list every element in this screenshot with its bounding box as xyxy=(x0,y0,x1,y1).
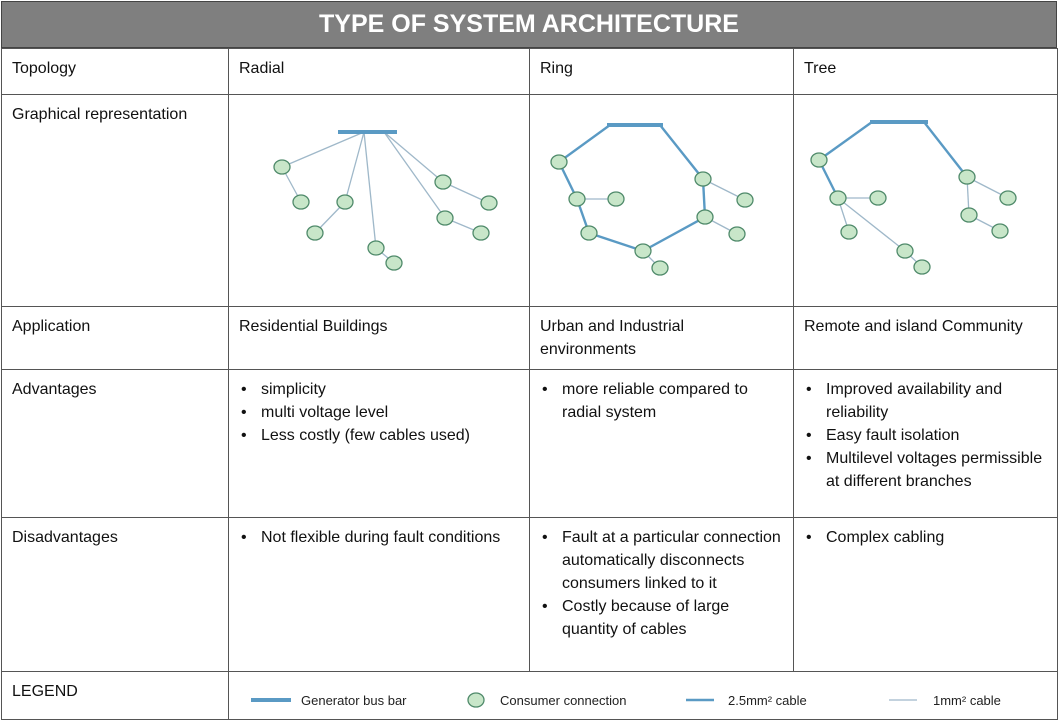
bullet-list: simplicity multi voltage level Less cost… xyxy=(239,378,519,447)
table-row: Topology Radial Ring Tree xyxy=(1,48,1058,95)
bullet-list: Not flexible during fault conditions xyxy=(239,526,519,549)
list-item: Improved availability and reliability xyxy=(804,378,1047,424)
disadvantages-ring: Fault at a particular connection automat… xyxy=(529,517,794,672)
list-item: Complex cabling xyxy=(804,526,1047,549)
consumer-node xyxy=(736,192,754,208)
consumer-node xyxy=(273,159,291,175)
row-label-application: Application xyxy=(1,306,229,370)
consumer-node xyxy=(840,224,858,240)
consumer-node xyxy=(292,194,310,210)
radial-diagram xyxy=(273,130,498,271)
consumer-node xyxy=(367,240,385,256)
tree-diagram-cell xyxy=(793,94,1058,307)
row-label-disadvantages: Disadvantages xyxy=(1,517,229,672)
consumer-node xyxy=(480,195,498,211)
consumer-node xyxy=(991,223,1009,239)
legend-label: 1mm² cable xyxy=(933,692,1001,708)
consumer-node xyxy=(694,171,712,187)
consumer-node xyxy=(958,169,976,185)
consumer-node xyxy=(306,225,324,241)
legend-thin-cable: 1mm² cable xyxy=(889,682,1001,718)
consumer-node xyxy=(607,191,625,207)
list-item: Multilevel voltages permissible at diffe… xyxy=(804,447,1047,493)
application-ring: Urban and Industrial environments xyxy=(529,306,794,370)
consumer-node xyxy=(896,243,914,259)
bullet-list: Fault at a particular connection automat… xyxy=(540,526,783,641)
bullet-list: Complex cabling xyxy=(804,526,1047,549)
table-row: Graphical representation xyxy=(1,94,1058,307)
table-row: Advantages simplicity multi voltage leve… xyxy=(1,369,1058,518)
legend-bus-bar: Generator bus bar xyxy=(251,682,407,718)
consumer-node xyxy=(436,210,454,226)
page-title: TYPE OF SYSTEM ARCHITECTURE xyxy=(1,1,1057,48)
list-item: Fault at a particular connection automat… xyxy=(540,526,783,595)
tree-diagram xyxy=(810,120,1017,275)
bullet-list: more reliable compared to radial system xyxy=(540,378,783,424)
list-item: multi voltage level xyxy=(239,401,519,424)
bus-bar-swatch-icon xyxy=(251,698,291,702)
list-item: Costly because of large quantity of cabl… xyxy=(540,595,783,641)
legend-row: Generator bus bar Consumer connection 2.… xyxy=(229,682,1057,718)
consumer-node xyxy=(568,191,586,207)
consumer-node xyxy=(810,152,828,168)
table-row: Disadvantages Not flexible during fault … xyxy=(1,517,1058,672)
consumer-node xyxy=(913,259,931,275)
ring-diagram xyxy=(550,123,754,276)
legend-label: 2.5mm² cable xyxy=(728,692,807,708)
topology-tree: Tree xyxy=(793,48,1058,95)
disadvantages-radial: Not flexible during fault conditions xyxy=(228,517,530,672)
legend-label: Consumer connection xyxy=(500,692,627,708)
topology-radial: Radial xyxy=(228,48,530,95)
row-label-advantages: Advantages xyxy=(1,369,229,518)
table-row: Application Residential Buildings Urban … xyxy=(1,306,1058,370)
legend-thick-cable: 2.5mm² cable xyxy=(686,682,807,718)
radial-diagram-cell xyxy=(228,94,530,307)
consumer-node xyxy=(580,225,598,241)
disadvantages-tree: Complex cabling xyxy=(793,517,1058,672)
ring-diagram-cell xyxy=(529,94,794,307)
bullet-list: Improved availability and reliability Ea… xyxy=(804,378,1047,493)
advantages-radial: simplicity multi voltage level Less cost… xyxy=(228,369,530,518)
row-label-legend: LEGEND xyxy=(1,671,229,720)
consumer-node xyxy=(960,207,978,223)
consumer-node xyxy=(385,255,403,271)
list-item: Less costly (few cables used) xyxy=(239,424,519,447)
consumer-node xyxy=(999,190,1017,206)
architecture-table: Topology Radial Ring Tree Graphical repr… xyxy=(1,48,1058,720)
list-item: simplicity xyxy=(239,378,519,401)
consumer-node xyxy=(696,209,714,225)
consumer-node xyxy=(651,260,669,276)
advantages-tree: Improved availability and reliability Ea… xyxy=(793,369,1058,518)
advantages-ring: more reliable compared to radial system xyxy=(529,369,794,518)
row-label-topology: Topology xyxy=(1,48,229,95)
consumer-node-icon xyxy=(467,692,485,708)
consumer-node xyxy=(336,194,354,210)
consumer-node xyxy=(550,154,568,170)
legend-label: Generator bus bar xyxy=(301,692,407,708)
thin-cable-swatch-icon xyxy=(889,699,917,701)
list-item: Easy fault isolation xyxy=(804,424,1047,447)
application-radial: Residential Buildings xyxy=(228,306,530,370)
table-row: LEGEND Generator bus bar Consumer connec… xyxy=(1,671,1058,720)
topology-ring: Ring xyxy=(529,48,794,95)
list-item: more reliable compared to radial system xyxy=(540,378,783,424)
legend-consumer: Consumer connection xyxy=(466,682,626,718)
consumer-node xyxy=(634,243,652,259)
application-tree: Remote and island Community xyxy=(793,306,1058,370)
row-label-graphical: Graphical representation xyxy=(1,94,229,307)
list-item: Not flexible during fault conditions xyxy=(239,526,519,549)
consumer-node xyxy=(869,190,887,206)
consumer-node xyxy=(728,226,746,242)
legend: Generator bus bar Consumer connection 2.… xyxy=(228,671,1058,720)
consumer-node xyxy=(434,174,452,190)
thick-cable-swatch-icon xyxy=(686,698,714,702)
consumer-node xyxy=(829,190,847,206)
consumer-node xyxy=(472,225,490,241)
